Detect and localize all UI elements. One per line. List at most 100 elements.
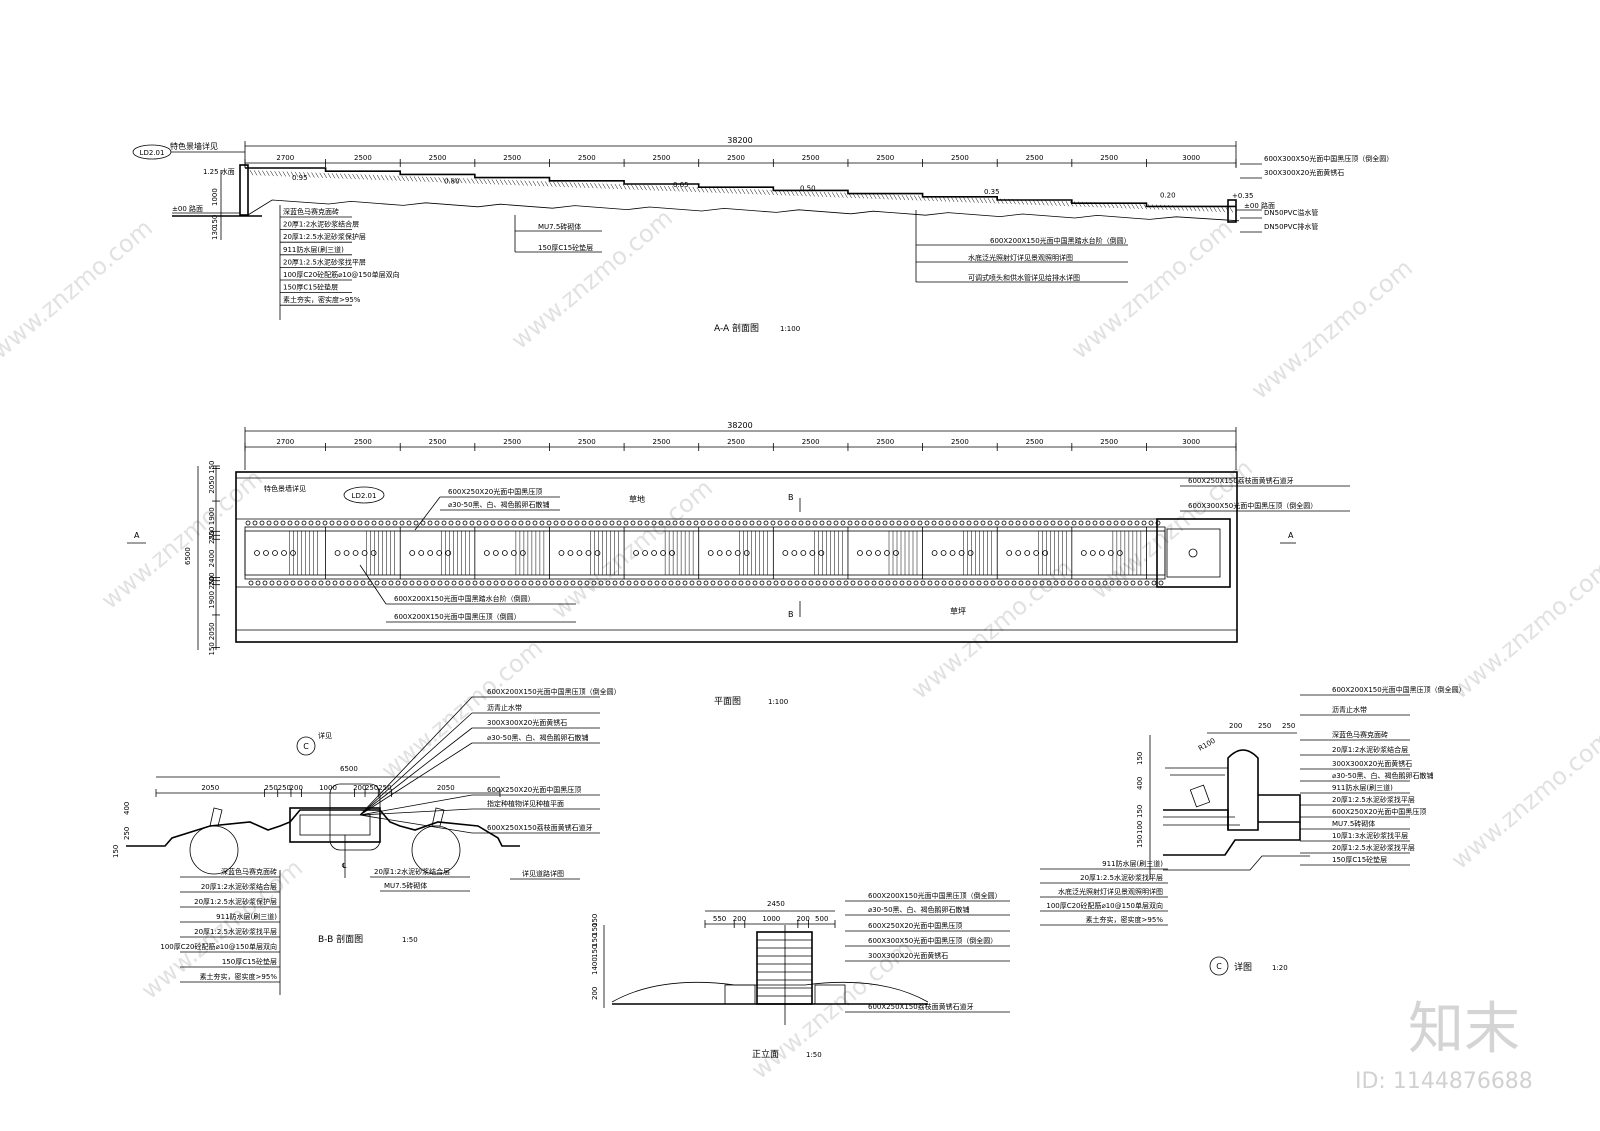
aa-mid-note-1: 150厚C15砼垫层 [538, 243, 593, 252]
detc-left-note-2: 水底泛光照射灯详见景观照明详图 [1058, 887, 1163, 896]
bb-right-note-6: 600X250X150荔枝面黄锈石道牙 [487, 823, 593, 832]
elev-note-4: 300X300X20光面黄锈石 [868, 951, 948, 960]
elev-mound [611, 981, 929, 1003]
plan-right-note-1: 600X300X50光面中国黑压顶（倒全圆） [1188, 501, 1317, 510]
plan-bottom-note-0: 600X200X150光面中国黑踏水台阶（倒圆） [394, 594, 535, 603]
elev-note-3: 600X300X50光面中国黑压顶（倒全圆） [868, 936, 997, 945]
bb-right-note-0: 600X200X150光面中国黑压顶（倒全圆） [487, 687, 621, 696]
plan-dim-2: 2500 [429, 438, 447, 446]
plan-step-cells [254, 527, 1198, 579]
aa-title: A-A 剖面图 [714, 322, 759, 334]
detc-title: 详图 [1234, 961, 1252, 973]
detc-left-dim-4: 150 [1136, 835, 1144, 848]
detc-right-note-8: 600X250X20光面中国黑压顶 [1332, 807, 1426, 816]
aa-level-1: 0.80 [444, 178, 460, 186]
elev-note-5: 600X250X150荔枝面黄锈石道牙 [868, 1002, 974, 1011]
plan-dim-3: 2500 [503, 438, 521, 446]
watermark-text-11: www.znzmo.com [1446, 724, 1600, 875]
plan-ref-tag [343, 486, 385, 504]
plan-dim-1: 2500 [354, 438, 372, 446]
plan-left-dim-9: 2050 [208, 622, 216, 640]
aa-left-wall [239, 164, 249, 216]
aa-dim-4: 2500 [578, 154, 596, 162]
elev-dim-3: 200 [796, 915, 809, 923]
bb-centerline: ℄ [342, 862, 347, 870]
watermark-text-0: www.znzmo.com [0, 214, 158, 365]
aa-road-level: ±00 路面 [172, 204, 203, 213]
aa-dim-5: 2500 [652, 154, 670, 162]
detc-left-notes: 911防水层(刷三道)20厚1:2.5水泥砂浆找平层水底泛光照射灯详见景观照明详… [1040, 859, 1168, 926]
plan-basin [1156, 518, 1231, 588]
watermark-logo: 知末 [1408, 997, 1520, 1062]
bb-callout-circle [296, 736, 316, 756]
bb-right-note-2: 300X300X20光面黄锈石 [487, 718, 567, 727]
watermark-text-6: www.znzmo.com [376, 634, 548, 785]
aa-left-note-2: 20厚1:2.5水泥砂浆保护层 [283, 232, 366, 241]
bb-dim-4: 1000 [319, 784, 337, 792]
detc-step [1258, 794, 1301, 823]
aa-mid-note-0: MU7.5砖砌体 [538, 222, 581, 231]
aa-left-note-5: 100厚C20砼配筋⌀10@150单层双向 [283, 270, 400, 279]
detc-right-note-4: 300X300X20光面黄锈石 [1332, 759, 1412, 768]
plan-bottom-note-1: 600X200X150光面中国黑压顶（倒圆） [394, 612, 521, 621]
plan-mark-a-left: A [134, 531, 140, 540]
bb-right-note-1: 沥青止水带 [487, 703, 522, 712]
elev-title: 正立面 [752, 1048, 779, 1060]
detc-left-dim-1: 400 [1136, 777, 1144, 790]
plan-dim-11: 2500 [1100, 438, 1118, 446]
detc-right-note-1: 沥青止水带 [1332, 705, 1367, 714]
detc-left-dim-0: 150 [1136, 752, 1144, 765]
aa-dim-9: 2500 [951, 154, 969, 162]
plan-left-dim-2: 1900 [208, 507, 216, 525]
aa-dim-6: 2500 [727, 154, 745, 162]
plan-left-dim-0: 150 [208, 461, 216, 474]
plan-left-dim-8: 1900 [208, 591, 216, 609]
detc-left-note-4: 素土夯实，密实度>95% [1086, 915, 1164, 924]
plan-overall-dim: 38200 [727, 421, 752, 430]
bb-left-note-4: 20厚1:2.5水泥砂浆找平层 [194, 927, 277, 936]
aa-dim-8: 2500 [876, 154, 894, 162]
plan-dim-8: 2500 [876, 438, 894, 446]
bb-dim-1: 250 [264, 784, 277, 792]
plan-left-dim-4: 250 [208, 531, 216, 544]
plan-mark-b-bottom: B [788, 610, 794, 619]
bb-callout-text: 详见 [318, 731, 332, 740]
aa-level-4: 0.35 [984, 188, 1000, 196]
bb-dim-7: 250 [378, 784, 391, 792]
detc-right-notes: 600X200X150光面中国黑压顶（倒全圆）沥青止水带深蓝色马赛克面砖20厚1… [1300, 685, 1466, 866]
aa-right-level-0: +0.35 [1232, 192, 1253, 200]
watermark-text-8: www.znzmo.com [1446, 554, 1600, 705]
detc-left-dim-2: 150 [1136, 805, 1144, 818]
bb-dim-2: 250 [278, 784, 291, 792]
detc-right-note-12: 150厚C15砼垫层 [1332, 855, 1387, 864]
plan-left-dim-6: 200 [208, 572, 216, 585]
elev-left-dim-3: 150 [591, 934, 599, 947]
bb-bottom-note-1: MU7.5砖砌体 [384, 881, 427, 890]
detc-base [1163, 822, 1301, 856]
aa-dim-12: 3000 [1182, 154, 1200, 162]
plan-ref-tag-label: LD2.01 [352, 492, 377, 500]
plan-mark-a-right: A [1288, 531, 1294, 540]
aa-lower-note-0: 600X200X150光面中国黑踏水台阶（倒圆） [990, 236, 1131, 245]
aa-left-note-6: 150厚C15砼垫层 [283, 283, 338, 292]
aa-scale: 1:100 [780, 325, 800, 333]
detc-left-dim-3: 100 [1136, 821, 1144, 834]
plan-left-dim-1: 2050 [208, 476, 216, 494]
elev-dim-0: 550 [713, 915, 726, 923]
aa-dim-0: 2700 [276, 154, 294, 162]
aa-ref-text: 特色景墙详见 [170, 141, 218, 151]
bb-right-note-5: 指定种植物详见种植平面 [487, 799, 564, 808]
aa-dim-2: 2500 [429, 154, 447, 162]
aa-level-0: 0.95 [292, 174, 308, 182]
elev-left-dim-4: 150 [591, 923, 599, 936]
plan-scale: 1:100 [768, 698, 788, 706]
bb-scale: 1:50 [402, 936, 418, 944]
aa-overall-dim: 38200 [727, 136, 752, 145]
plan-outline [235, 471, 1238, 643]
plan-left-dim-10: 150 [208, 642, 216, 655]
watermark-text-12: www.znzmo.com [1246, 254, 1418, 405]
